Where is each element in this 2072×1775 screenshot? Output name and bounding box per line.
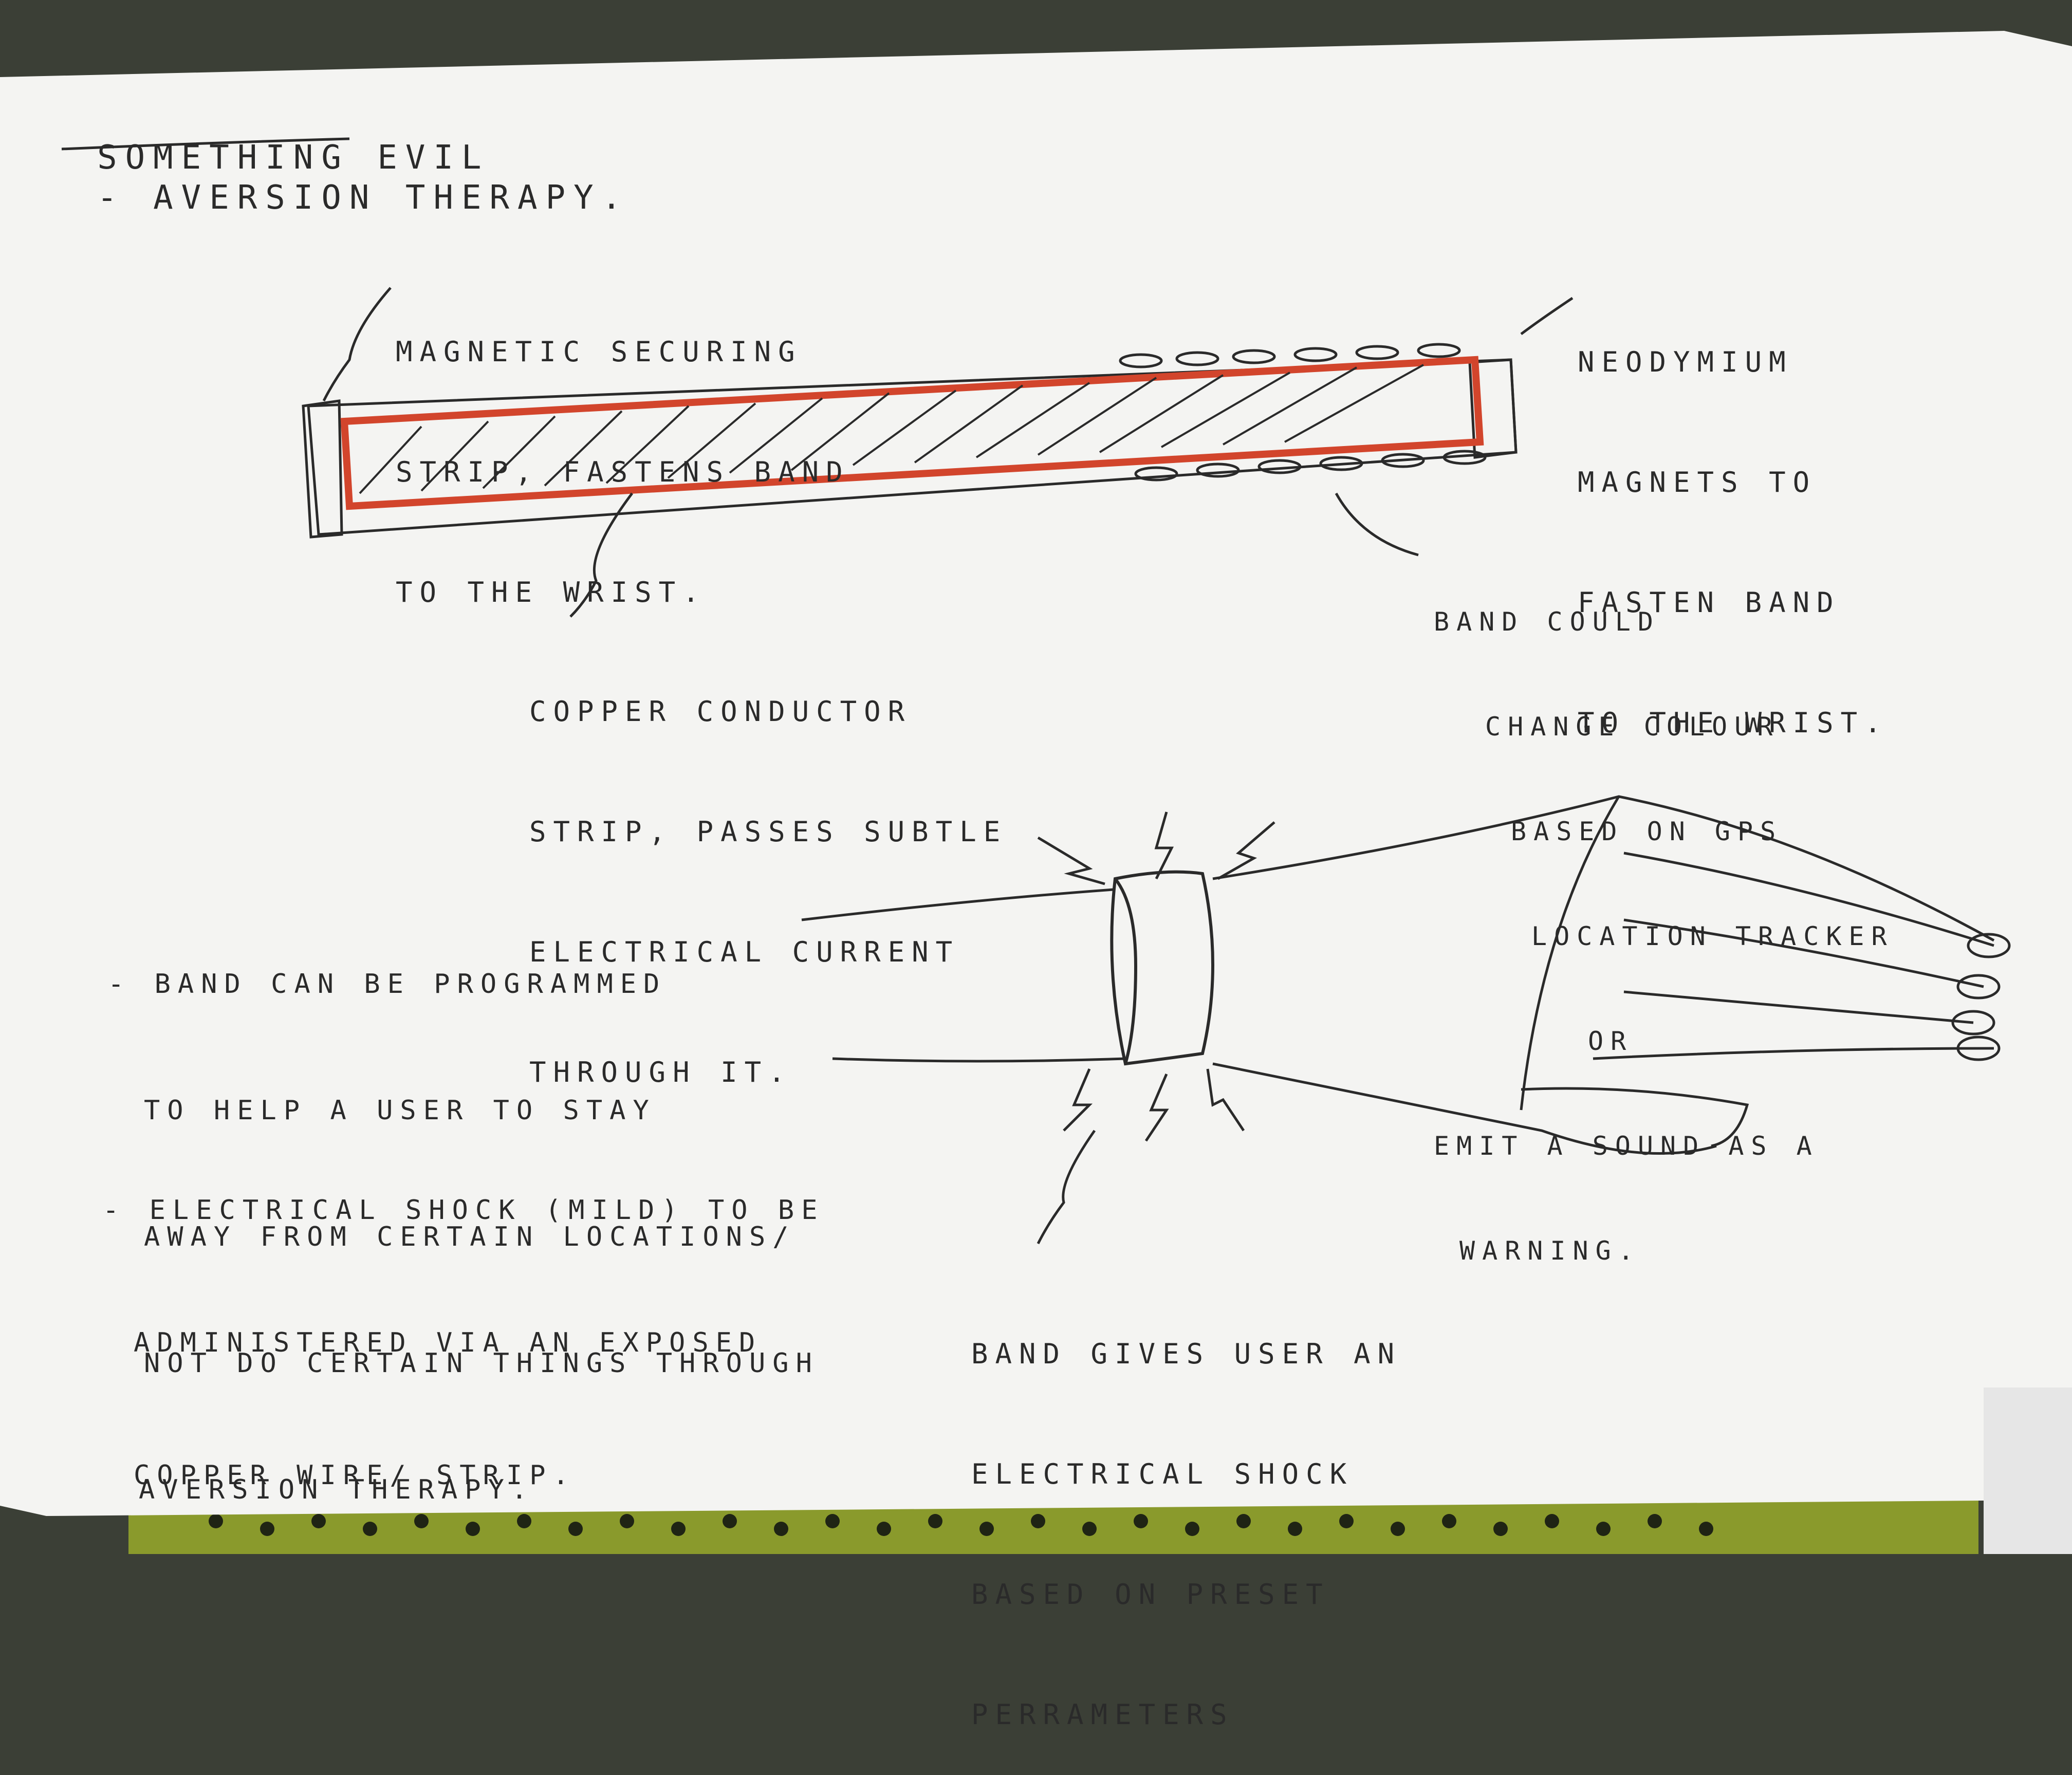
note-line: WARNING.	[1459, 1236, 1641, 1266]
note-line: BAND GIVES USER AN	[971, 1338, 1402, 1370]
note-line: OR	[1588, 1026, 1634, 1056]
copper-leader	[569, 492, 634, 618]
paper-sheet	[0, 31, 2072, 1516]
note-shock-admin: - ELECTRICAL SHOCK (MILD) TO BE ADMINIST…	[103, 1100, 825, 1542]
arm-sketch	[801, 795, 2011, 1155]
wristband-front-edge	[1114, 878, 1138, 1064]
title-underline	[61, 137, 350, 151]
bolt-icon-6	[1206, 1068, 1245, 1132]
note-line: NEODYMIUM	[1578, 346, 1793, 378]
note-line: NOT DO CERTAIN THINGS THROUGH	[144, 1348, 819, 1379]
note-line: TO THE WRIST.	[396, 576, 707, 608]
fingernail-3	[1951, 1010, 1995, 1036]
fingernail-1	[1967, 933, 2011, 958]
note-line: ELECTRICAL CURRENT	[529, 936, 960, 968]
magnetic-strip-end	[302, 399, 343, 539]
note-line: STRIP, PASSES SUBTLE	[529, 816, 1008, 848]
arm-top-edge	[801, 887, 1121, 921]
note-line: TO THE WRIST.	[1578, 707, 1889, 739]
note-copper-strip: COPPER CONDUCTOR STRIP, PASSES SUBTLE EL…	[529, 612, 1007, 1133]
basket-holes	[209, 1514, 1713, 1536]
note-band-shock: BAND GIVES USER AN ELECTRICAL SHOCK BASE…	[971, 1254, 1401, 1775]
page-stack-corner	[1984, 1388, 2072, 1554]
finger-2	[1623, 918, 1984, 988]
note-line: TO HELP A USER TO STAY	[144, 1095, 656, 1126]
note-line: STRIP, FASTENS BAND	[396, 456, 850, 488]
note-line: ELECTRICAL SHOCK	[971, 1458, 1354, 1490]
note-line: MAGNETS TO	[1578, 466, 1817, 498]
note-line: COPPER CONDUCTOR	[529, 695, 912, 728]
thumb	[1521, 1087, 1749, 1148]
shock-leader	[1037, 1130, 1096, 1245]
finger-1	[1623, 852, 1994, 947]
wristband-diagram	[302, 358, 1518, 539]
note-line: COPPER WIRE/ STRIP.	[134, 1460, 576, 1491]
note-line: FASTEN BAND	[1578, 586, 1841, 619]
finger-4	[1593, 1047, 1994, 1060]
copper-hatching	[359, 364, 1424, 494]
fingernail-2	[1956, 974, 2001, 1000]
note-line: AWAY FROM CERTAIN LOCATIONS/	[144, 1222, 796, 1252]
sketch-title: SOMETHING EVIL - AVERSION THERAPY.	[41, 98, 630, 218]
note-programmed: - BAND CAN BE PROGRAMMED TO HELP A USER …	[108, 879, 819, 1553]
bolt-icon-2	[1154, 811, 1174, 880]
title-text: SOMETHING EVIL	[97, 139, 490, 177]
band-colour-leader	[1335, 492, 1419, 557]
note-band-colour: BAND COULD CHANGE COLOUR BASED ON GPS LO…	[1434, 534, 1894, 1303]
bolt-icon-5	[1144, 1074, 1169, 1142]
note-line: MAGNETIC SECURING	[396, 336, 802, 368]
note-line: ADMINISTERED VIA AN EXPOSED	[134, 1327, 763, 1358]
bolt-icon-4	[1063, 1068, 1093, 1132]
note-line: PERRAMETERS	[971, 1698, 1234, 1731]
note-line: LOCATION TRACKER	[1531, 921, 1894, 951]
neodymium-leader	[1520, 297, 1574, 336]
shock-bolts	[1037, 811, 1275, 1142]
note-neodymium: NEODYMIUM MAGNETS TO FASTEN BAND TO THE …	[1578, 262, 1889, 783]
bolt-icon-3	[1217, 821, 1275, 880]
note-line: BASED ON PRESET	[971, 1578, 1330, 1611]
hand-guide-line	[1520, 796, 1620, 1111]
sketchbook-photo	[0, 31, 2072, 1554]
neodymium-magnets-row	[1119, 343, 1487, 482]
arm-bottom-edge	[832, 1057, 1126, 1063]
note-line: BAND COULD	[1434, 607, 1661, 637]
fingernail-4	[1956, 1036, 2001, 1061]
bolt-icon-1	[1037, 836, 1105, 885]
note-line: - BAND CAN BE PROGRAMMED	[108, 969, 667, 1000]
wristband-body	[1110, 870, 1214, 1066]
wristband-on-arm	[1110, 870, 1214, 1066]
note-line: THROUGH IT.	[529, 1056, 792, 1088]
finger-3	[1623, 990, 1974, 1024]
note-magnetic-strip: MAGNETIC SECURING STRIP, FASTENS BAND TO…	[396, 252, 850, 653]
note-line: CHANGE COLOUR	[1485, 712, 1780, 742]
copper-conductor-strip	[340, 356, 1484, 510]
note-line: - ELECTRICAL SHOCK (MILD) TO BE	[103, 1195, 825, 1226]
note-line: BASED ON GPS	[1511, 817, 1783, 846]
subtitle-text: - AVERSION THERAPY.	[97, 179, 630, 217]
wrist-bottom-edge	[1212, 1062, 1717, 1155]
note-line: EMIT A SOUND AS A	[1434, 1131, 1819, 1161]
leader-lines	[322, 287, 1574, 1245]
magnet-end	[1468, 358, 1518, 459]
magnetic-strip-leader	[322, 287, 392, 402]
note-line: AVERSION THERAPY.	[139, 1474, 535, 1505]
